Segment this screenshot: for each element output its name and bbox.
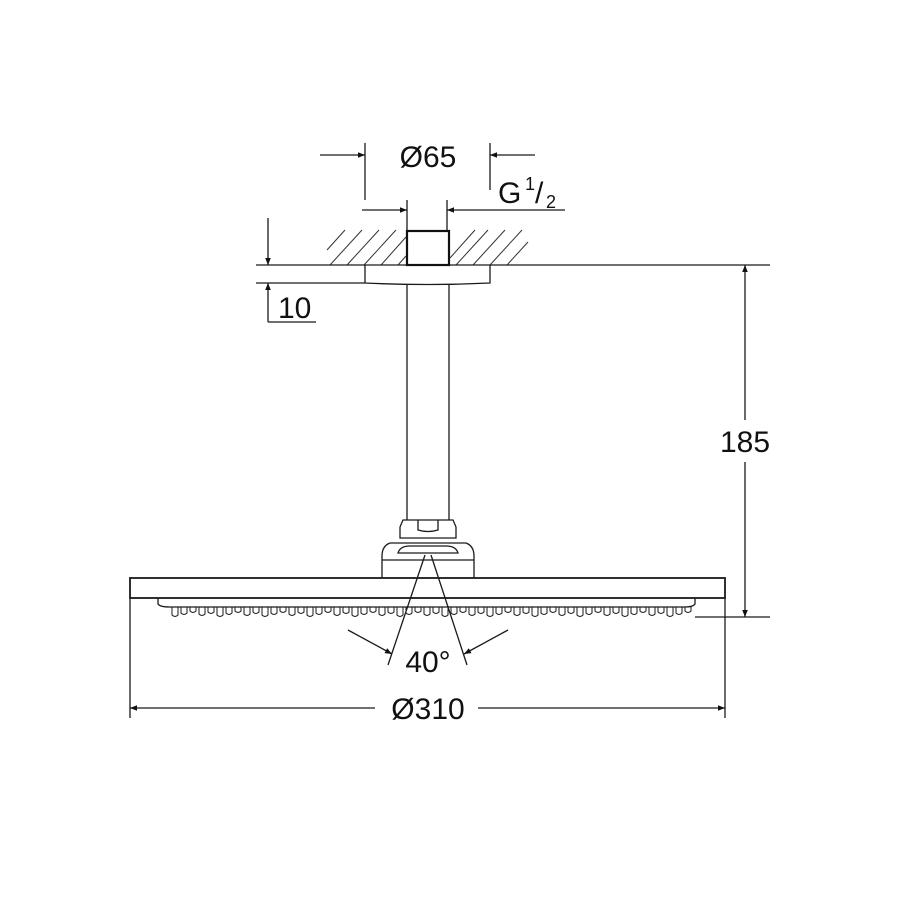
nozzle xyxy=(378,607,386,616)
nozzle xyxy=(207,607,215,614)
nozzle xyxy=(414,607,422,613)
thread-dimension: G 1 / 2 xyxy=(362,174,565,232)
nozzle xyxy=(684,607,692,613)
nozzle xyxy=(666,607,674,617)
flange-diameter-label: Ø65 xyxy=(400,141,457,174)
nozzle xyxy=(513,607,521,616)
nozzle xyxy=(396,607,404,617)
nozzle xyxy=(558,607,566,616)
nozzle xyxy=(450,607,458,615)
nozzle xyxy=(234,607,242,613)
flange-height-label: 10 xyxy=(278,292,311,325)
flange-height-dimension: 10 xyxy=(265,218,316,325)
shower-arm xyxy=(256,265,491,578)
spray-angle-label: 40° xyxy=(405,646,450,679)
nozzle xyxy=(522,607,530,614)
total-height-label: 185 xyxy=(720,426,770,459)
nozzle xyxy=(216,607,224,617)
nozzle xyxy=(531,607,539,617)
flange-diameter-dimension: Ø65 xyxy=(320,141,535,200)
nozzle xyxy=(171,607,179,617)
nozzle xyxy=(549,607,557,613)
thread-fraction-numerator: 1 xyxy=(525,174,535,194)
nozzle xyxy=(360,607,368,615)
nozzle xyxy=(261,607,269,617)
nozzle xyxy=(288,607,296,616)
thread-fraction-slash: / xyxy=(535,177,544,210)
nozzle xyxy=(639,607,647,613)
nozzle xyxy=(189,607,197,613)
thread-label: G xyxy=(498,177,521,210)
nozzle xyxy=(243,607,251,616)
nozzle xyxy=(648,607,656,616)
ceiling-hatch xyxy=(256,229,770,267)
nozzle xyxy=(342,607,350,614)
nozzle xyxy=(576,607,584,617)
spray-angle-dimension: 40° xyxy=(347,554,509,679)
nozzle xyxy=(540,607,548,615)
nozzle xyxy=(486,607,494,617)
nozzle xyxy=(315,607,323,615)
nozzle xyxy=(306,607,314,617)
nozzle xyxy=(324,607,332,613)
nozzle xyxy=(252,607,260,614)
total-height-dimension: 185 xyxy=(695,265,772,618)
nozzle xyxy=(351,607,359,617)
nozzle xyxy=(180,607,188,615)
nozzle xyxy=(621,607,629,617)
nozzle xyxy=(585,607,593,615)
nozzle xyxy=(198,607,206,616)
head-diameter-dimension: Ø310 xyxy=(129,598,726,726)
nozzle xyxy=(423,607,431,616)
nozzle xyxy=(594,607,602,613)
nozzle xyxy=(630,607,638,615)
nozzle xyxy=(612,607,620,614)
nozzle xyxy=(675,607,683,615)
thread-fraction-denominator: 2 xyxy=(546,192,556,212)
nozzle xyxy=(387,607,395,614)
nozzle xyxy=(504,607,512,613)
nozzle xyxy=(459,607,467,613)
nozzle xyxy=(567,607,575,614)
nozzle xyxy=(297,607,305,614)
shower-head xyxy=(129,577,726,617)
nozzle xyxy=(468,607,476,616)
nozzle xyxy=(270,607,278,615)
nozzle xyxy=(441,607,449,617)
nozzle xyxy=(333,607,341,616)
nozzle xyxy=(495,607,503,615)
nozzle xyxy=(657,607,665,614)
nozzle xyxy=(432,607,440,614)
nozzle xyxy=(369,607,377,613)
nozzle xyxy=(603,607,611,616)
nozzle xyxy=(279,607,287,613)
nozzle xyxy=(225,607,233,615)
head-diameter-label: Ø310 xyxy=(391,693,464,726)
nozzle xyxy=(477,607,485,614)
